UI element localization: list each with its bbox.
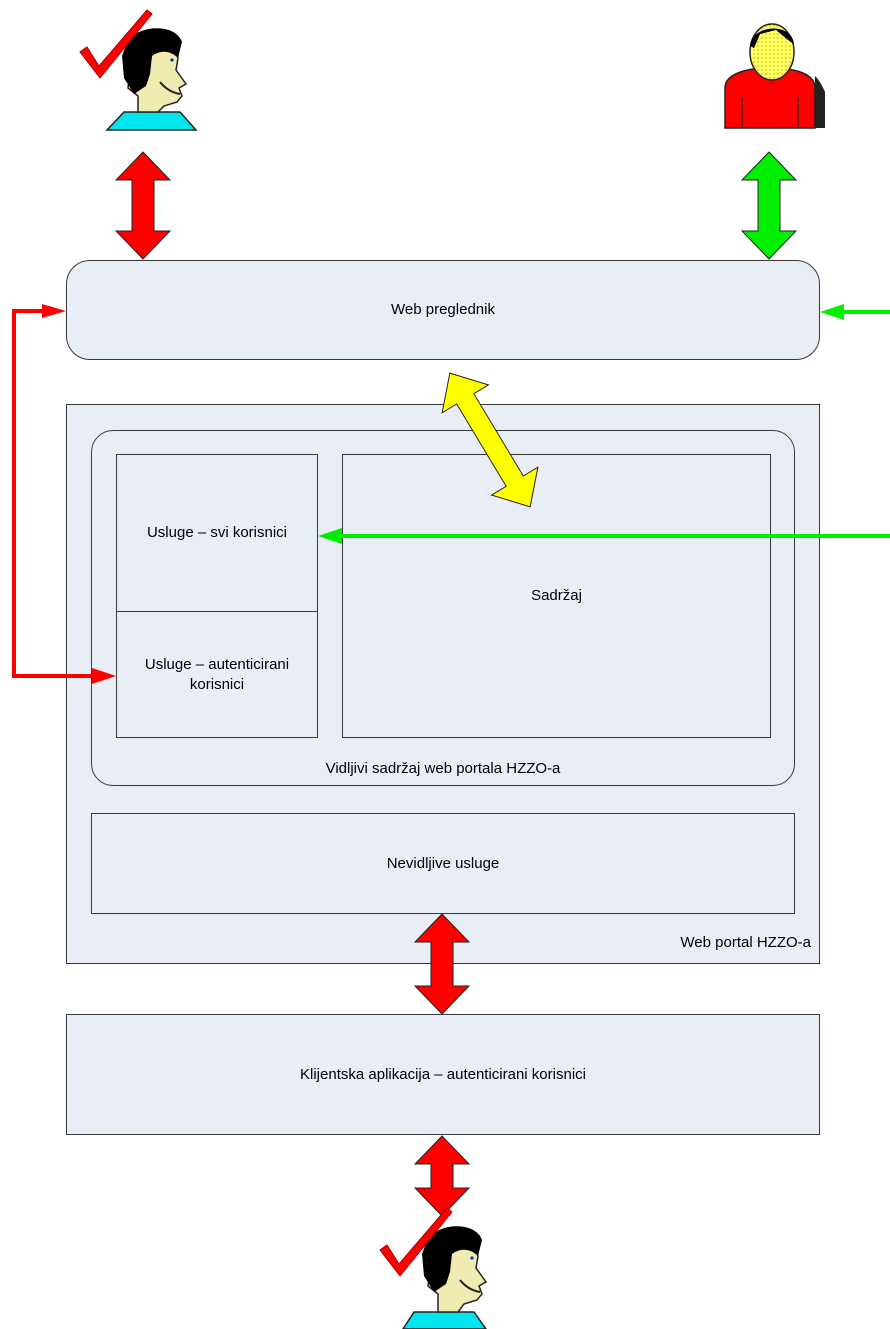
double-arrow-green-top [740, 151, 798, 260]
services-auth-users-label: Usluge – autenticirani korisnici [144, 655, 290, 693]
green-arrow-services [318, 528, 890, 544]
double-arrow-red-middle [413, 913, 471, 1015]
visible-content-label: Vidljivi sadržaj web portala HZZO-a [325, 760, 561, 777]
red-connector [12, 304, 116, 684]
authenticated-user-icon-top [79, 9, 198, 131]
web-browser-box: Web preglednik [66, 260, 820, 360]
content-box: Sadržaj [342, 454, 771, 738]
double-arrow-red-top [114, 151, 172, 260]
double-arrow-yellow [441, 372, 539, 508]
green-arrow-browser [820, 304, 890, 320]
invisible-services-label: Nevidljive usluge [386, 854, 500, 872]
client-application-box: Klijentska aplikacija – autenticirani ko… [66, 1014, 820, 1135]
web-browser-label: Web preglednik [391, 301, 495, 318]
anonymous-user-icon [724, 23, 825, 129]
content-label: Sadržaj [531, 587, 582, 604]
web-portal-label: Web portal HZZO-a [680, 934, 811, 951]
client-application-label: Klijentska aplikacija – autenticirani ko… [300, 1065, 586, 1083]
services-auth-users-box: Usluge – autenticirani korisnici [116, 611, 318, 738]
invisible-services-box: Nevidljive usluge [91, 813, 795, 914]
services-all-users-label: Usluge – svi korisnici [146, 524, 288, 541]
double-arrow-red-bottom [413, 1135, 471, 1217]
authenticated-user-icon-bottom [379, 1207, 488, 1329]
